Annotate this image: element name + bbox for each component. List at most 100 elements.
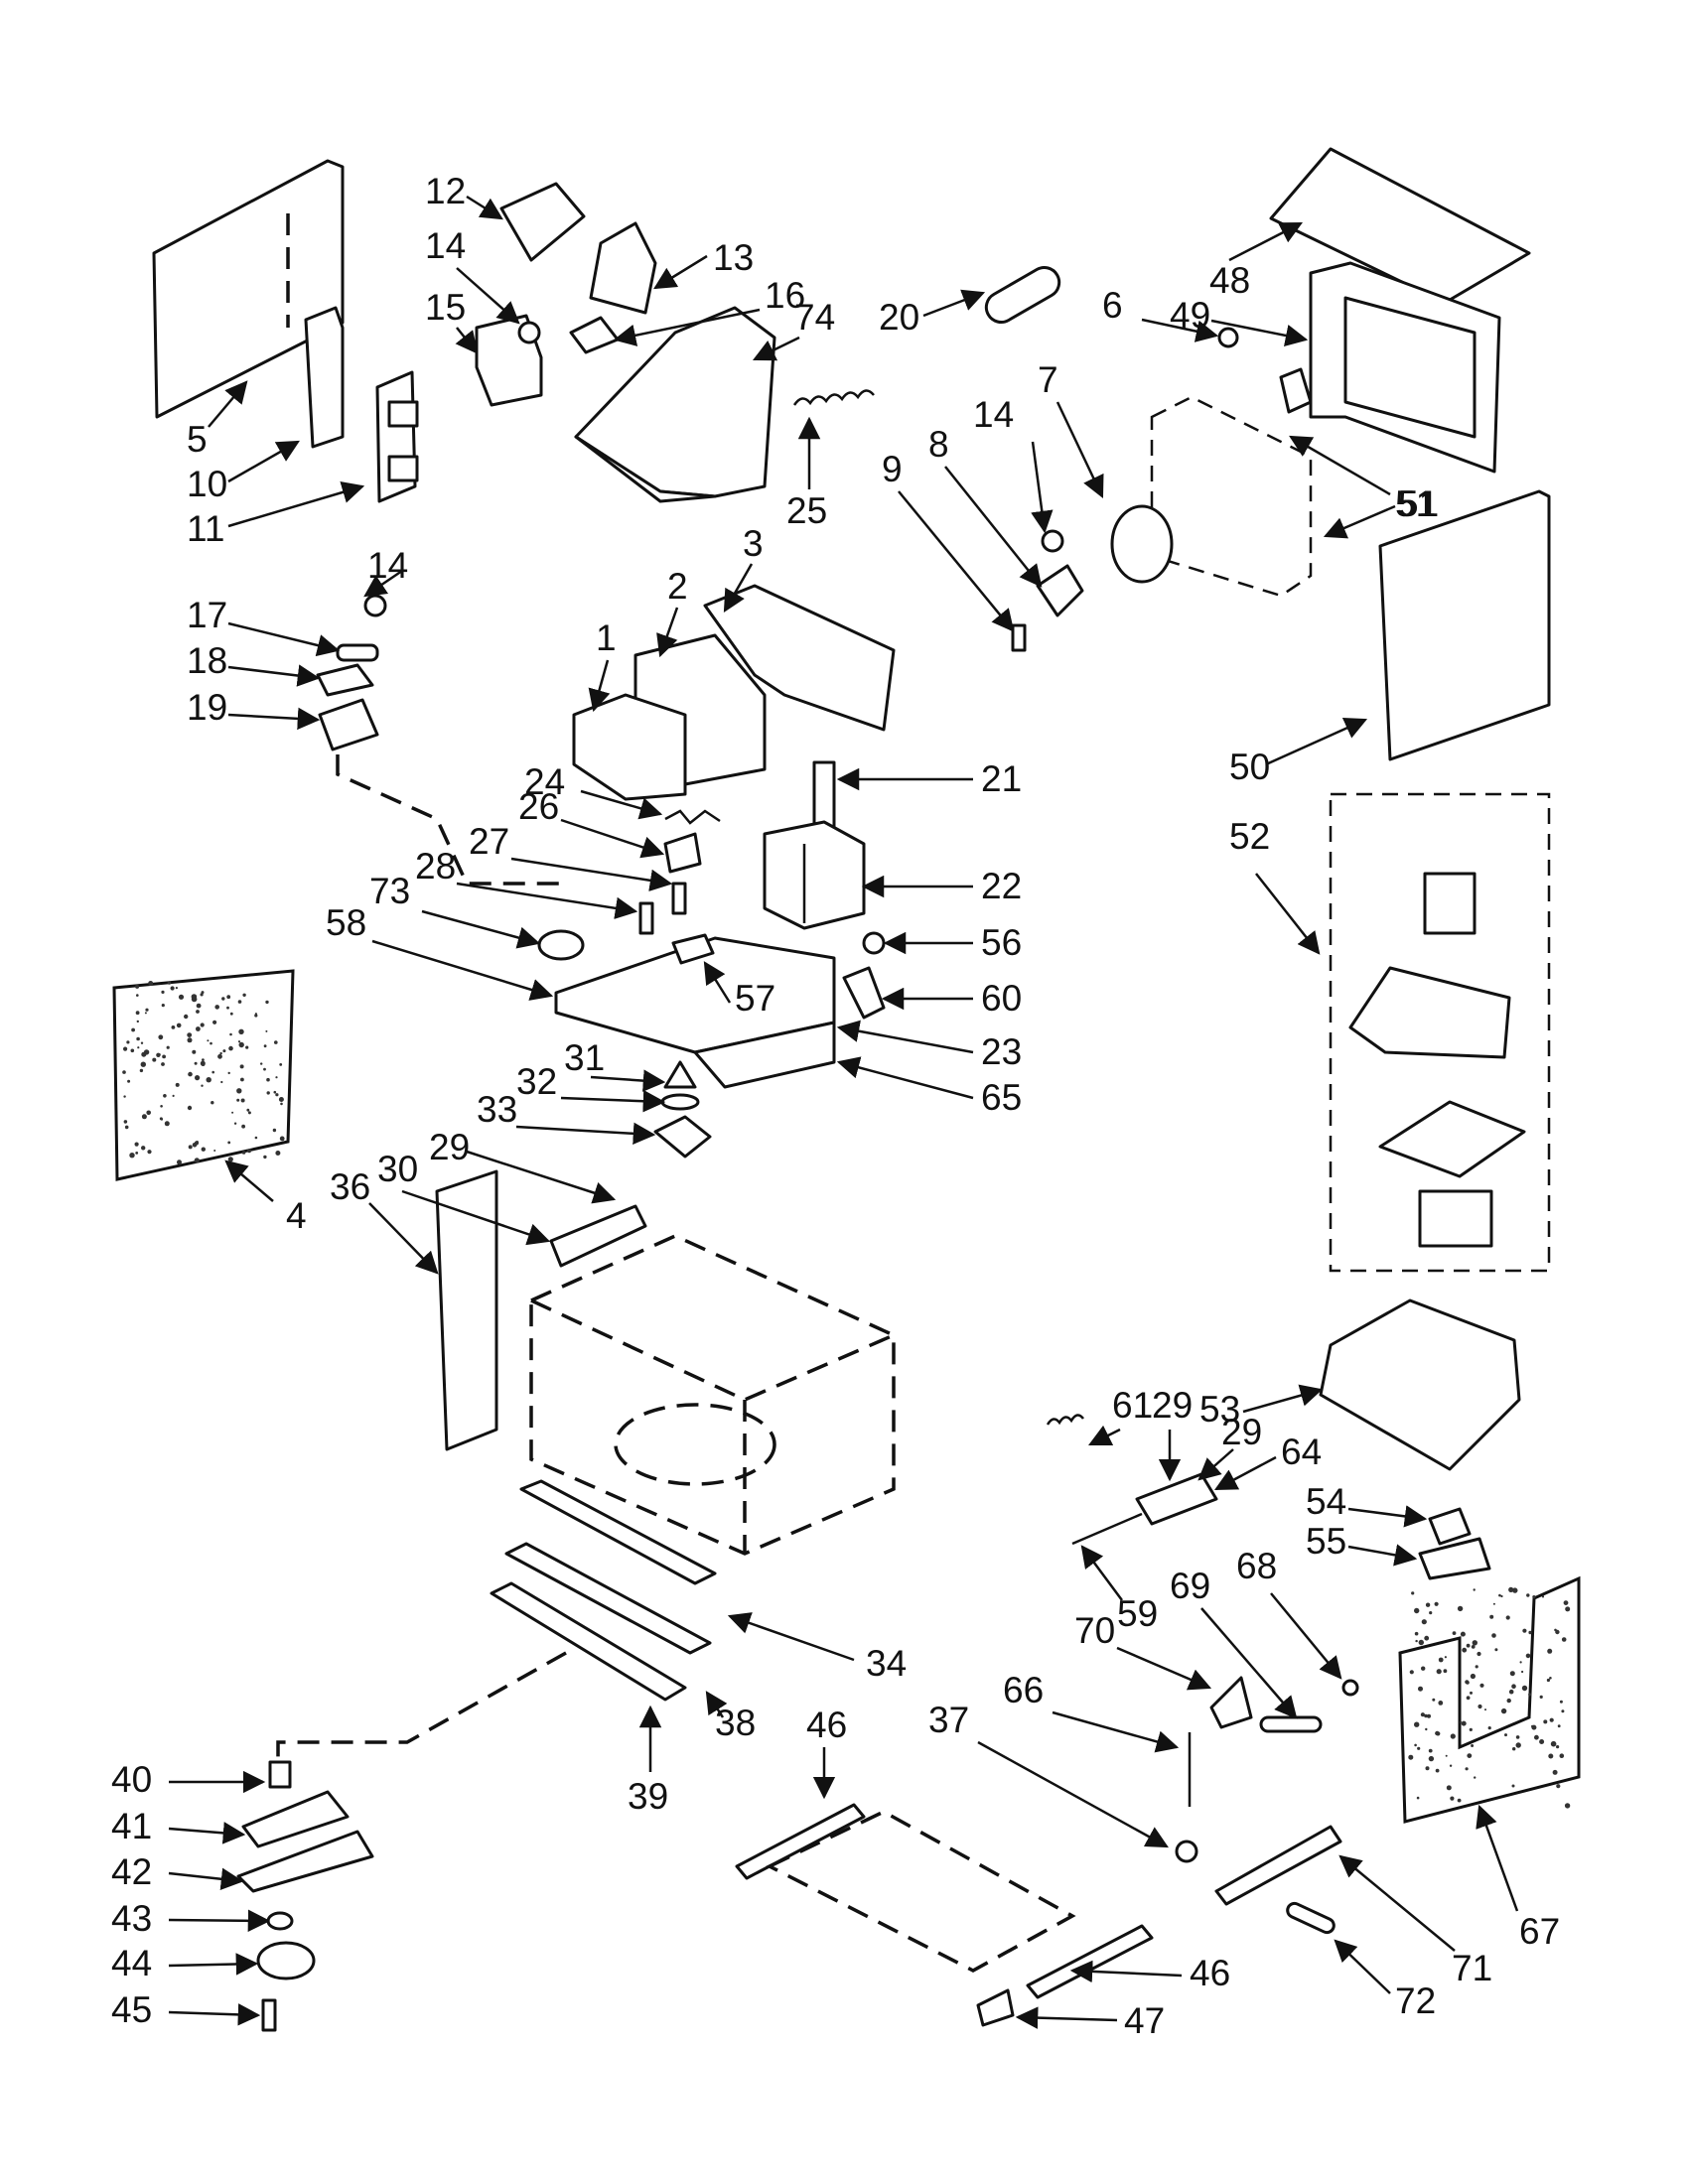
leader-15-a0 [455, 327, 479, 354]
clip-26 [663, 832, 702, 874]
cover-53 [1319, 1298, 1521, 1471]
bracket-55 [1418, 1537, 1491, 1580]
foam-speck [1420, 1712, 1425, 1717]
foam-speck [136, 994, 139, 997]
relay-22 [763, 820, 866, 930]
callout-38: 38 [715, 1703, 756, 1743]
screw-14-b [517, 321, 541, 344]
foam-speck [187, 1105, 193, 1111]
foam-speck [141, 1146, 146, 1151]
foam-speck [166, 1045, 170, 1049]
callout-73: 73 [369, 871, 410, 911]
leader-65-a0 [836, 1056, 974, 1100]
foam-speck [1528, 1693, 1532, 1697]
foam-speck [1460, 1720, 1463, 1723]
callout-65: 65 [981, 1077, 1022, 1118]
leader-69-a0 [1200, 1607, 1298, 1719]
callout-4: 4 [286, 1195, 307, 1236]
foam-speck [1435, 1730, 1440, 1736]
callout-25: 25 [786, 490, 827, 531]
foam-speck [146, 1110, 151, 1116]
floor-dashed [766, 1810, 1076, 1973]
foam-speck [1556, 1784, 1561, 1789]
leader-38-a0 [705, 1691, 728, 1718]
callout-67: 67 [1519, 1911, 1560, 1952]
foam-speck [238, 1028, 244, 1035]
coupler-40 [268, 1760, 292, 1789]
foam-speck [144, 1012, 147, 1015]
leader-42-a0 [168, 1867, 244, 1890]
foam-speck [275, 1076, 278, 1079]
foam-speck [201, 1084, 204, 1087]
foam-speck [1424, 1635, 1430, 1641]
foam-speck [161, 1062, 165, 1066]
foam-speck [201, 1062, 206, 1066]
foam-speck [1528, 1630, 1532, 1635]
foam-speck [1508, 1689, 1514, 1695]
leader-3-a0 [723, 563, 754, 613]
leader-20-a0 [922, 289, 986, 318]
block-19 [318, 698, 379, 751]
leader-49-a0 [1210, 319, 1309, 347]
pin-37 [1175, 1840, 1198, 1863]
callout-12: 12 [425, 171, 466, 211]
motor-kit-52 [1329, 792, 1551, 1273]
callout-43: 43 [111, 1898, 152, 1939]
clip-16 [569, 316, 620, 354]
leader-58-a0 [371, 939, 554, 1001]
foam-speck [167, 981, 172, 985]
foam-speck [1414, 1607, 1420, 1614]
foam-speck [143, 1049, 150, 1055]
ring-7 [1110, 504, 1174, 584]
foam-speck [237, 1000, 242, 1004]
callout-52: 52 [1229, 816, 1270, 857]
foam-speck [1449, 1764, 1453, 1767]
foam-speck [1549, 1717, 1554, 1722]
callout-14: 14 [425, 225, 466, 266]
leader-45-a0 [168, 2003, 261, 2026]
foam-speck [211, 1070, 214, 1074]
foam-speck [1473, 1588, 1476, 1591]
foam-speck [1526, 1593, 1530, 1597]
wire-24 [664, 809, 721, 825]
foam-speck [134, 1142, 139, 1147]
callout-14-3: 14 [973, 394, 1014, 435]
callout-55: 55 [1306, 1521, 1346, 1562]
foam-speck [226, 1006, 229, 1010]
leader-61-a0 [1087, 1425, 1121, 1446]
foam-speck [164, 1121, 170, 1127]
foam-speck [266, 1091, 270, 1095]
foam-speck [1450, 1733, 1456, 1739]
foam-speck [192, 1143, 198, 1148]
foam-speck [239, 1064, 244, 1069]
terminal-28 [638, 901, 654, 935]
foam-speck [1508, 1586, 1514, 1592]
foam-speck [195, 1075, 201, 1081]
screw-14-c [1041, 529, 1064, 553]
foam-speck [1467, 1753, 1473, 1758]
foam-speck [1506, 1698, 1511, 1704]
foam-speck [1457, 1605, 1464, 1612]
callout-19: 19 [187, 687, 227, 728]
foam-speck [231, 1111, 234, 1114]
leader-4-a0 [224, 1160, 274, 1202]
foam-speck [161, 990, 165, 995]
leader-68-a0 [1270, 1592, 1342, 1680]
callout-50: 50 [1229, 747, 1270, 787]
foam-speck [240, 1077, 244, 1082]
foam-speck [207, 1039, 210, 1042]
leader-54-a0 [1347, 1505, 1428, 1528]
foam-speck [175, 987, 178, 990]
leader-14-a0 [456, 267, 520, 325]
foam-speck [1489, 1614, 1494, 1619]
foam-speck [135, 984, 140, 989]
callout-34: 34 [866, 1643, 907, 1684]
plate-41 [241, 1790, 350, 1848]
insulation-4 [112, 969, 295, 1181]
switch-30 [549, 1204, 647, 1268]
callout-40: 40 [111, 1759, 152, 1800]
foam-speck [1484, 1708, 1486, 1711]
callout-68: 68 [1236, 1546, 1277, 1586]
foam-speck [1515, 1742, 1521, 1748]
leader-24-a0 [580, 789, 663, 820]
